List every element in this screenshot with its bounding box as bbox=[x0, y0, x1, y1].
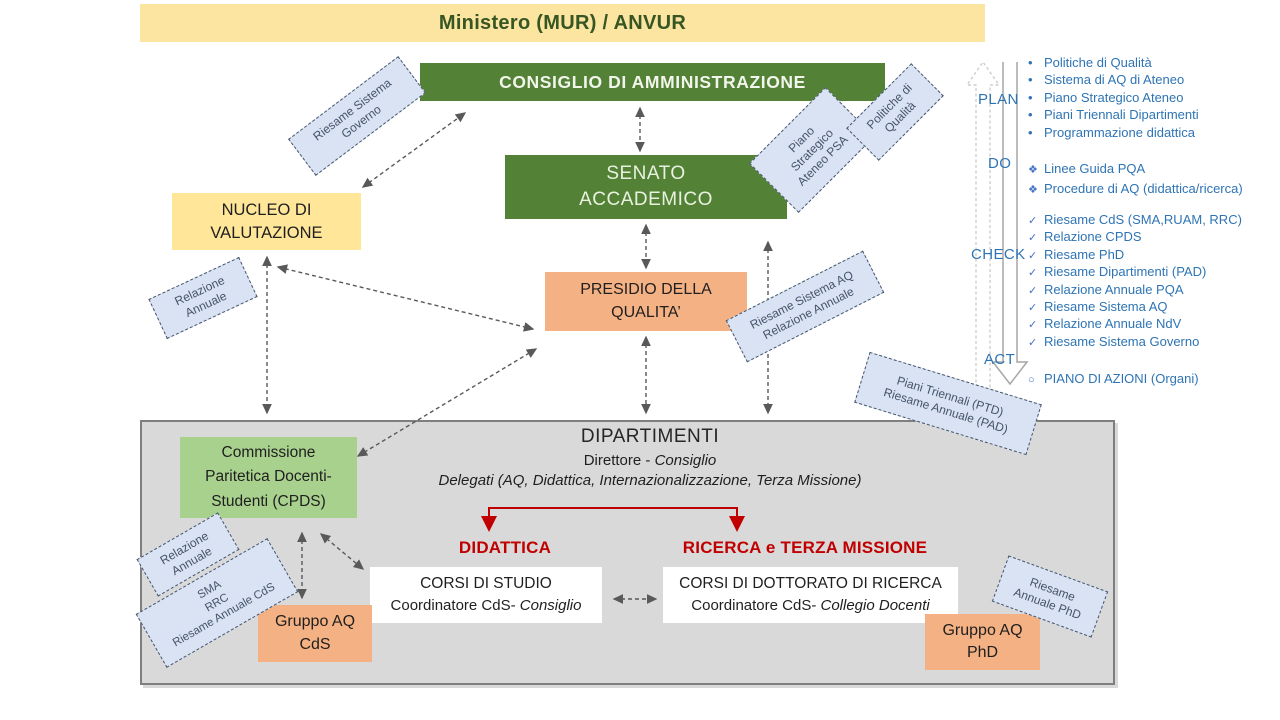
checkmark-icon: ✓ bbox=[1028, 232, 1038, 245]
do-item: ❖Linee Guida PQA bbox=[1028, 161, 1146, 176]
checkmark-icon: ✓ bbox=[1028, 319, 1038, 332]
plan-item: •Sistema di AQ di Ateneo bbox=[1028, 72, 1185, 88]
label-riesame-sistema-governo: Riesame Sistema Governo bbox=[288, 56, 426, 176]
presidio-line2: QUALITA’ bbox=[611, 303, 681, 321]
do-item: ❖Procedure di AQ (didattica/ricerca) bbox=[1028, 181, 1243, 196]
cpds-line1: Commissione bbox=[221, 444, 316, 462]
check-item: ✓Riesame Sistema AQ bbox=[1028, 298, 1168, 314]
checkmark-icon: ✓ bbox=[1028, 267, 1038, 280]
plan-item: •Programmazione didattica bbox=[1028, 124, 1196, 140]
nucleo-valutazione-box: NUCLEO DI VALUTAZIONE bbox=[172, 193, 361, 250]
plan-item: •Piani Triennali Dipartimenti bbox=[1028, 107, 1199, 123]
check-item: ✓Riesame Sistema Governo bbox=[1028, 333, 1200, 349]
corsi-dottorato-title: CORSI DI DOTTORATO DI RICERCA bbox=[679, 575, 942, 593]
check-item: ✓Riesame CdS (SMA,RUAM, RRC) bbox=[1028, 212, 1242, 227]
pdca-do-label: DO bbox=[988, 155, 1012, 172]
senato-accademico-box: SENATO ACCADEMICO bbox=[505, 155, 787, 219]
plan-item: •Politiche di Qualità bbox=[1028, 55, 1152, 70]
pdca-down-arrow bbox=[991, 62, 1029, 386]
checkmark-icon: ✓ bbox=[1028, 301, 1038, 314]
senato-line2: ACCADEMICO bbox=[579, 189, 713, 210]
ricerca-heading: RICERCA e TERZA MISSIONE bbox=[682, 538, 928, 557]
checkmark-icon: ✓ bbox=[1028, 249, 1038, 262]
pdca-act-label: ACT bbox=[984, 351, 1016, 368]
check-item: ✓Riesame Dipartimenti (PAD) bbox=[1028, 264, 1207, 280]
checkmark-icon: ✓ bbox=[1028, 284, 1038, 297]
checkmark-icon: ✓ bbox=[1028, 215, 1038, 227]
corsi-dottorato-sub: Coordinatore CdS- Collegio Docenti bbox=[691, 597, 930, 615]
cpds-line3: Studenti (CPDS) bbox=[211, 492, 326, 510]
consiglio-amministrazione-box: CONSIGLIO DI AMMINISTRAZIONE bbox=[420, 63, 885, 101]
corsi-di-studio-box: CORSI DI STUDIO Coordinatore CdS- Consig… bbox=[370, 567, 602, 623]
act-items-list: ○PIANO DI AZIONI (Organi) bbox=[1028, 371, 1199, 386]
checkmark-icon: ✓ bbox=[1028, 336, 1038, 349]
corsi-dottorato-box: CORSI DI DOTTORATO DI RICERCA Coordinato… bbox=[663, 567, 958, 623]
bullet-icon: • bbox=[1028, 55, 1033, 70]
corsi-studio-sub: Coordinatore CdS- Consiglio bbox=[390, 597, 582, 615]
pdca-up-arrow bbox=[965, 60, 1001, 388]
circle-icon: ○ bbox=[1028, 374, 1035, 386]
dipartimenti-direttore-line: Direttore - Consiglio bbox=[583, 452, 717, 469]
cpds-box: Commissione Paritetica Docenti- Studenti… bbox=[180, 437, 357, 518]
label-relazione-annuale-ndv: Relazione Annuale bbox=[148, 256, 258, 340]
do-items-list: ❖Linee Guida PQA ❖Procedure di AQ (didat… bbox=[1028, 161, 1243, 201]
plan-item: •Piano Strategico Ateneo bbox=[1028, 89, 1184, 105]
ministry-banner-title: Ministero (MUR) / ANVUR bbox=[438, 11, 687, 34]
bullet-icon: • bbox=[1028, 107, 1033, 123]
bullet-icon: • bbox=[1028, 72, 1033, 88]
corsi-studio-title: CORSI DI STUDIO bbox=[420, 575, 552, 593]
dipartimenti-delegati-line: Delegati (AQ, Didattica, Internazionaliz… bbox=[438, 472, 862, 489]
diamond-icon: ❖ bbox=[1028, 184, 1038, 196]
consiglio-label: CONSIGLIO DI AMMINISTRAZIONE bbox=[499, 71, 806, 92]
dipartimenti-title: DIPARTIMENTI bbox=[580, 426, 720, 447]
ministry-banner: Ministero (MUR) / ANVUR bbox=[140, 4, 985, 42]
presidio-line1: PRESIDIO DELLA bbox=[580, 281, 712, 299]
arrow-nucleo-presidio bbox=[276, 264, 535, 332]
presidio-qualita-box: PRESIDIO DELLA QUALITA’ bbox=[545, 272, 747, 331]
plan-items-list: •Politiche di Qualità •Sistema di AQ di … bbox=[1028, 55, 1199, 142]
check-item: ✓Relazione Annuale PQA bbox=[1028, 281, 1184, 297]
dipartimenti-header: DIPARTIMENTI Direttore - Consiglio Deleg… bbox=[400, 426, 900, 489]
act-item: ○PIANO DI AZIONI (Organi) bbox=[1028, 371, 1199, 386]
diamond-icon: ❖ bbox=[1028, 164, 1038, 176]
senato-line1: SENATO bbox=[606, 163, 686, 185]
nucleo-line2: VALUTAZIONE bbox=[210, 223, 323, 242]
pdca-check-label: CHECK bbox=[971, 246, 1026, 263]
nucleo-line1: NUCLEO DI bbox=[221, 201, 312, 220]
check-items-list: ✓Riesame CdS (SMA,RUAM, RRC) ✓Relazione … bbox=[1028, 212, 1242, 351]
gruppo-aq-cds-box: Gruppo AQ CdS bbox=[258, 605, 372, 662]
gruppo-aq-phd-box: Gruppo AQ PhD bbox=[925, 614, 1040, 670]
check-item: ✓Relazione Annuale NdV bbox=[1028, 316, 1182, 332]
check-item: ✓Relazione CPDS bbox=[1028, 229, 1142, 245]
didattica-heading: DIDATTICA bbox=[458, 538, 552, 557]
pdca-plan-label: PLAN bbox=[978, 91, 1019, 108]
label-riesame-sistema-aq: Riesame Sistema AQ Relazione Annuale bbox=[725, 250, 885, 363]
check-item: ✓Riesame PhD bbox=[1028, 246, 1125, 262]
bullet-icon: • bbox=[1028, 124, 1033, 140]
bullet-icon: • bbox=[1028, 89, 1033, 105]
cpds-line2: Paritetica Docenti- bbox=[205, 468, 332, 486]
